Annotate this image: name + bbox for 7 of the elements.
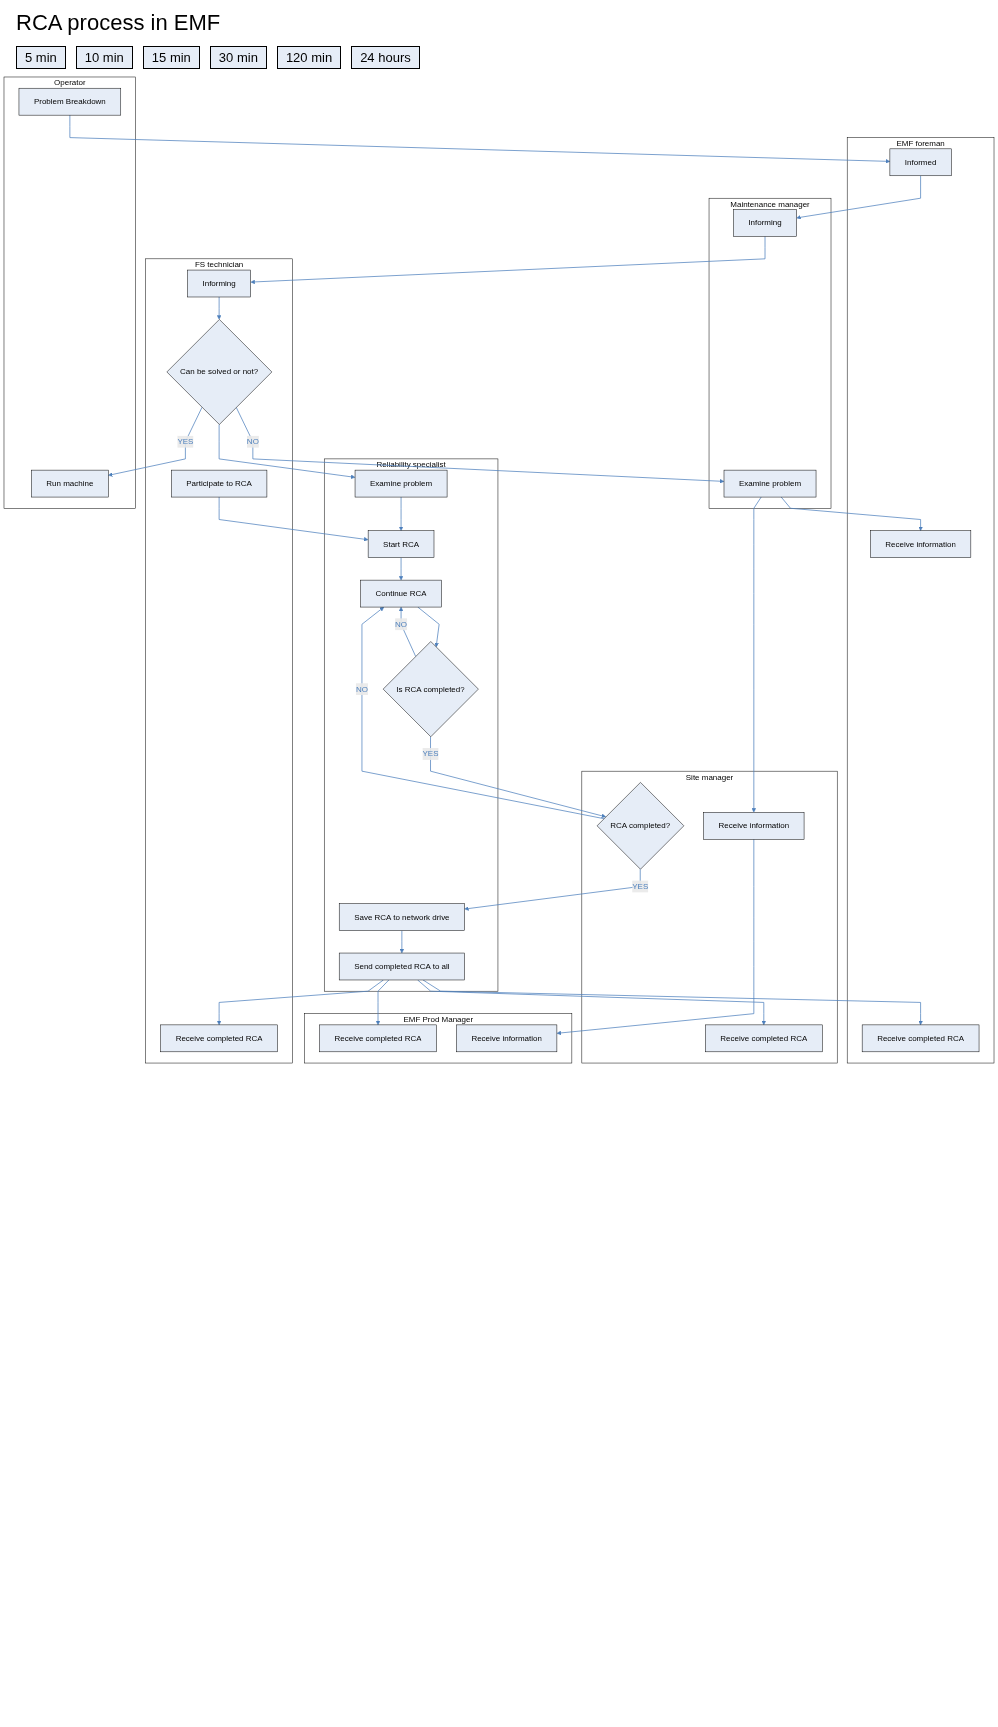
time-marker: 10 min <box>75 46 133 69</box>
time-marker: 24 hours <box>351 46 420 69</box>
time-marker: 5 min <box>16 46 66 69</box>
time-marker: 30 min <box>209 46 267 69</box>
time-marker: 120 min <box>276 46 342 69</box>
time-marker: 15 min <box>142 46 200 69</box>
diagram-title: RCA process in EMF <box>16 10 222 36</box>
